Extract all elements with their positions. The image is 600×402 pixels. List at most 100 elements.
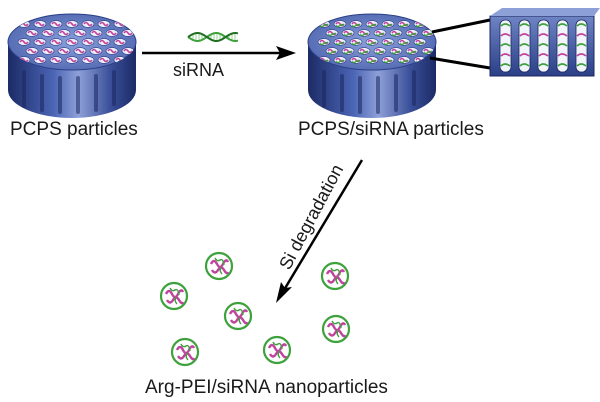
cross-section-zoom [489,8,600,77]
channel-strand [519,33,530,37]
payload-strand [35,21,45,27]
sirna-strand [319,23,329,28]
sirna-strand [327,50,337,55]
sirna-strand [351,59,361,64]
payload-strand [83,39,93,45]
channel-strand [500,23,511,27]
payload-strand [107,48,117,54]
sirna-strand [415,41,425,46]
channel-strand [576,53,587,57]
nanoparticle [159,281,189,311]
payload-strand [75,30,85,36]
sirna-strand [367,23,377,28]
channel-strand [519,63,530,67]
sirna-strand [343,50,353,55]
channel-strand [500,53,511,57]
sirna-strand [375,50,385,55]
payload-strand [115,39,125,45]
sirna-strand [407,50,417,55]
sirna-label: siRNA [173,60,225,80]
payload-strand [99,57,109,63]
sirna-strand [367,41,377,46]
channel-strand [557,33,568,37]
final-product-label: Arg-PEI/siRNA nanoparticles [145,377,388,398]
payload-strand [99,21,109,27]
channel-strand [519,53,530,57]
sirna-strand [335,23,345,28]
channel-strand [538,33,549,37]
sirna-strand [399,41,409,46]
payload-strand [123,30,133,36]
channel-strand [576,43,587,47]
channel-strand [557,23,568,27]
sirna-strand [423,32,433,37]
sirna-strand [359,50,369,55]
payload-strand [91,48,101,54]
channel-strand [557,63,568,67]
channel-strand [538,63,549,67]
payload-strand [51,57,61,63]
channel-strand [538,53,549,57]
sirna-strand [327,32,337,37]
payload-strand [99,39,109,45]
sirna-strand [359,32,369,37]
channel-strand [538,23,549,27]
payload-strand [67,21,77,27]
channel-strand [519,43,530,47]
sirna-strand [383,41,393,46]
payload-strand [19,57,29,63]
zoom-line-bottom [429,56,491,70]
payload-strand [67,39,77,45]
payload-strand [27,30,37,36]
arrow-right [142,46,296,60]
pcps-particle [7,13,137,118]
payload-strand [83,57,93,63]
payload-strand [115,21,125,27]
payload-strand [123,48,133,54]
payload-strand [35,57,45,63]
sirna-strand [367,59,377,64]
channel-strand [557,43,568,47]
sirna-strand [383,59,393,64]
nanoparticle [262,335,292,365]
nanoparticle-group [159,251,351,367]
payload-strand [43,30,53,36]
sirna-strand [351,41,361,46]
channel-strand [500,63,511,67]
channel-strand [576,63,587,67]
sirna-strand [343,32,353,37]
pore-channel [537,19,550,73]
payload-strand [51,21,61,27]
channel-strand [576,33,587,37]
nanoparticle [223,301,253,331]
payload-strand [35,39,45,45]
payload-strand [107,30,117,36]
payload-strand [75,48,85,54]
arrow-degradation [276,159,364,303]
sirna-strand [335,41,345,46]
nanoparticle [204,251,234,281]
sirna-strand [399,59,409,64]
channel-strand [557,53,568,57]
payload-strand [91,30,101,36]
channel-strand [519,23,530,27]
pcps-sirna-label: PCPS/siRNA particles [298,119,484,140]
nanoparticle [320,261,350,291]
pore-channel [556,19,569,73]
payload-strand [19,39,29,45]
pore-channel [575,19,588,73]
sirna-strand [383,23,393,28]
sirna-strand [391,32,401,37]
nanoparticle [321,314,351,344]
payload-strand [67,57,77,63]
channel-strand [500,33,511,37]
sirna-strand [319,41,329,46]
payload-strand [27,48,37,54]
channel-strand [576,23,587,27]
sirna-strand [423,50,433,55]
pore-channel [499,19,512,73]
payload-strand [83,21,93,27]
sirna-strand [375,32,385,37]
zoom-line-top [431,18,491,34]
